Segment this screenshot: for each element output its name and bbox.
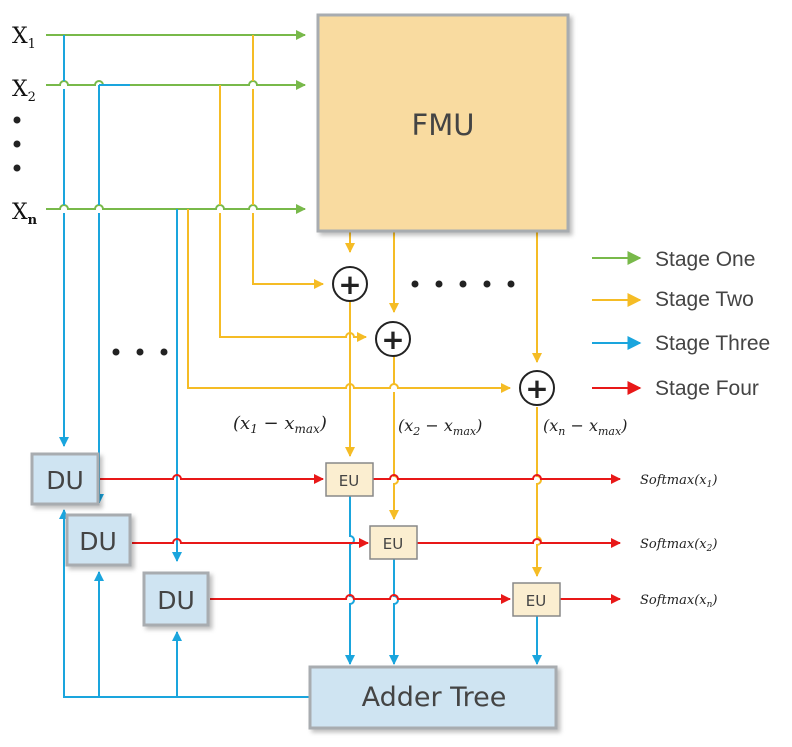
du-block-2: DU (65, 513, 132, 567)
xn-tap-to-addern (187, 209, 511, 393)
legend-label-stage-two: Stage Two (655, 288, 754, 311)
plus-icon: + (525, 372, 548, 405)
eu2-to-output2 (417, 538, 621, 548)
eu-label: EU (339, 472, 359, 490)
stage-four-lines (100, 474, 621, 604)
du-label: DU (157, 586, 195, 615)
adder-tree-feedback (59, 509, 310, 698)
input-label-xn: Xn (12, 200, 38, 228)
x2-to-du2 (99, 84, 130, 503)
legend: Stage One Stage Two Stage Three Stage Fo… (592, 248, 770, 400)
du-label: DU (79, 527, 117, 556)
input-label-x1: X1 (12, 24, 36, 52)
difference-label-1: (x1 − xmax) (233, 413, 327, 436)
output-label-2: Softmax(x2) (640, 537, 717, 554)
difference-label-2: (x2 − xmax) (398, 416, 482, 438)
output-label-n: Softmax(xn) (640, 593, 717, 610)
x1-tap-to-adder1 (252, 35, 323, 284)
adder-tree-label: Adder Tree (362, 682, 507, 713)
eu-block-1: EU (325, 462, 374, 497)
fmu-label: FMU (412, 108, 475, 142)
adder-circle-1: + (332, 266, 368, 302)
du-block-1: DU (30, 452, 100, 506)
input-line-x2 (46, 80, 306, 90)
eu1-to-adder-tree (345, 496, 355, 665)
output-labels: Softmax(x1) Softmax(x2) Softmax(xn) (640, 473, 717, 610)
stage-three-lines (59, 35, 542, 698)
legend-label-stage-four: Stage Four (655, 377, 759, 400)
fmu-block: FMU (316, 13, 570, 233)
eu-label: EU (383, 535, 403, 553)
input-line-xn (46, 204, 306, 214)
ellipsis-dots (13, 116, 515, 356)
du-block-3: DU (142, 571, 210, 627)
du3-to-eun (210, 594, 511, 604)
eu-block-2: EU (369, 525, 418, 560)
difference-labels: (x1 − xmax) (x2 − xmax) (xn − xmax) (233, 413, 627, 438)
du2-to-eu2 (132, 538, 369, 548)
adder-circle-n: + (519, 370, 555, 406)
difference-label-n: (xn − xmax) (543, 416, 627, 438)
eu2-to-adder-tree (389, 559, 399, 665)
du1-to-eu1 (100, 474, 324, 484)
eu1-to-output1 (373, 474, 621, 484)
adder-tree-block: Adder Tree (308, 665, 558, 730)
plus-icon: + (338, 268, 361, 301)
stage-one-lines (46, 30, 306, 214)
plus-icon: + (381, 323, 404, 356)
adder-circle-2: + (375, 321, 411, 357)
output-label-1: Softmax(x1) (640, 473, 717, 490)
du-label: DU (46, 466, 84, 495)
eu-block-n: EU (512, 582, 561, 617)
input-labels: X1 X2 Xn (12, 24, 38, 228)
legend-label-stage-three: Stage Three (655, 332, 770, 355)
input-label-x2: X2 (12, 77, 36, 105)
eu-label: EU (526, 592, 546, 610)
addern-to-eun (532, 407, 542, 577)
legend-label-stage-one: Stage One (655, 248, 755, 271)
adder2-to-eu2 (394, 356, 398, 519)
